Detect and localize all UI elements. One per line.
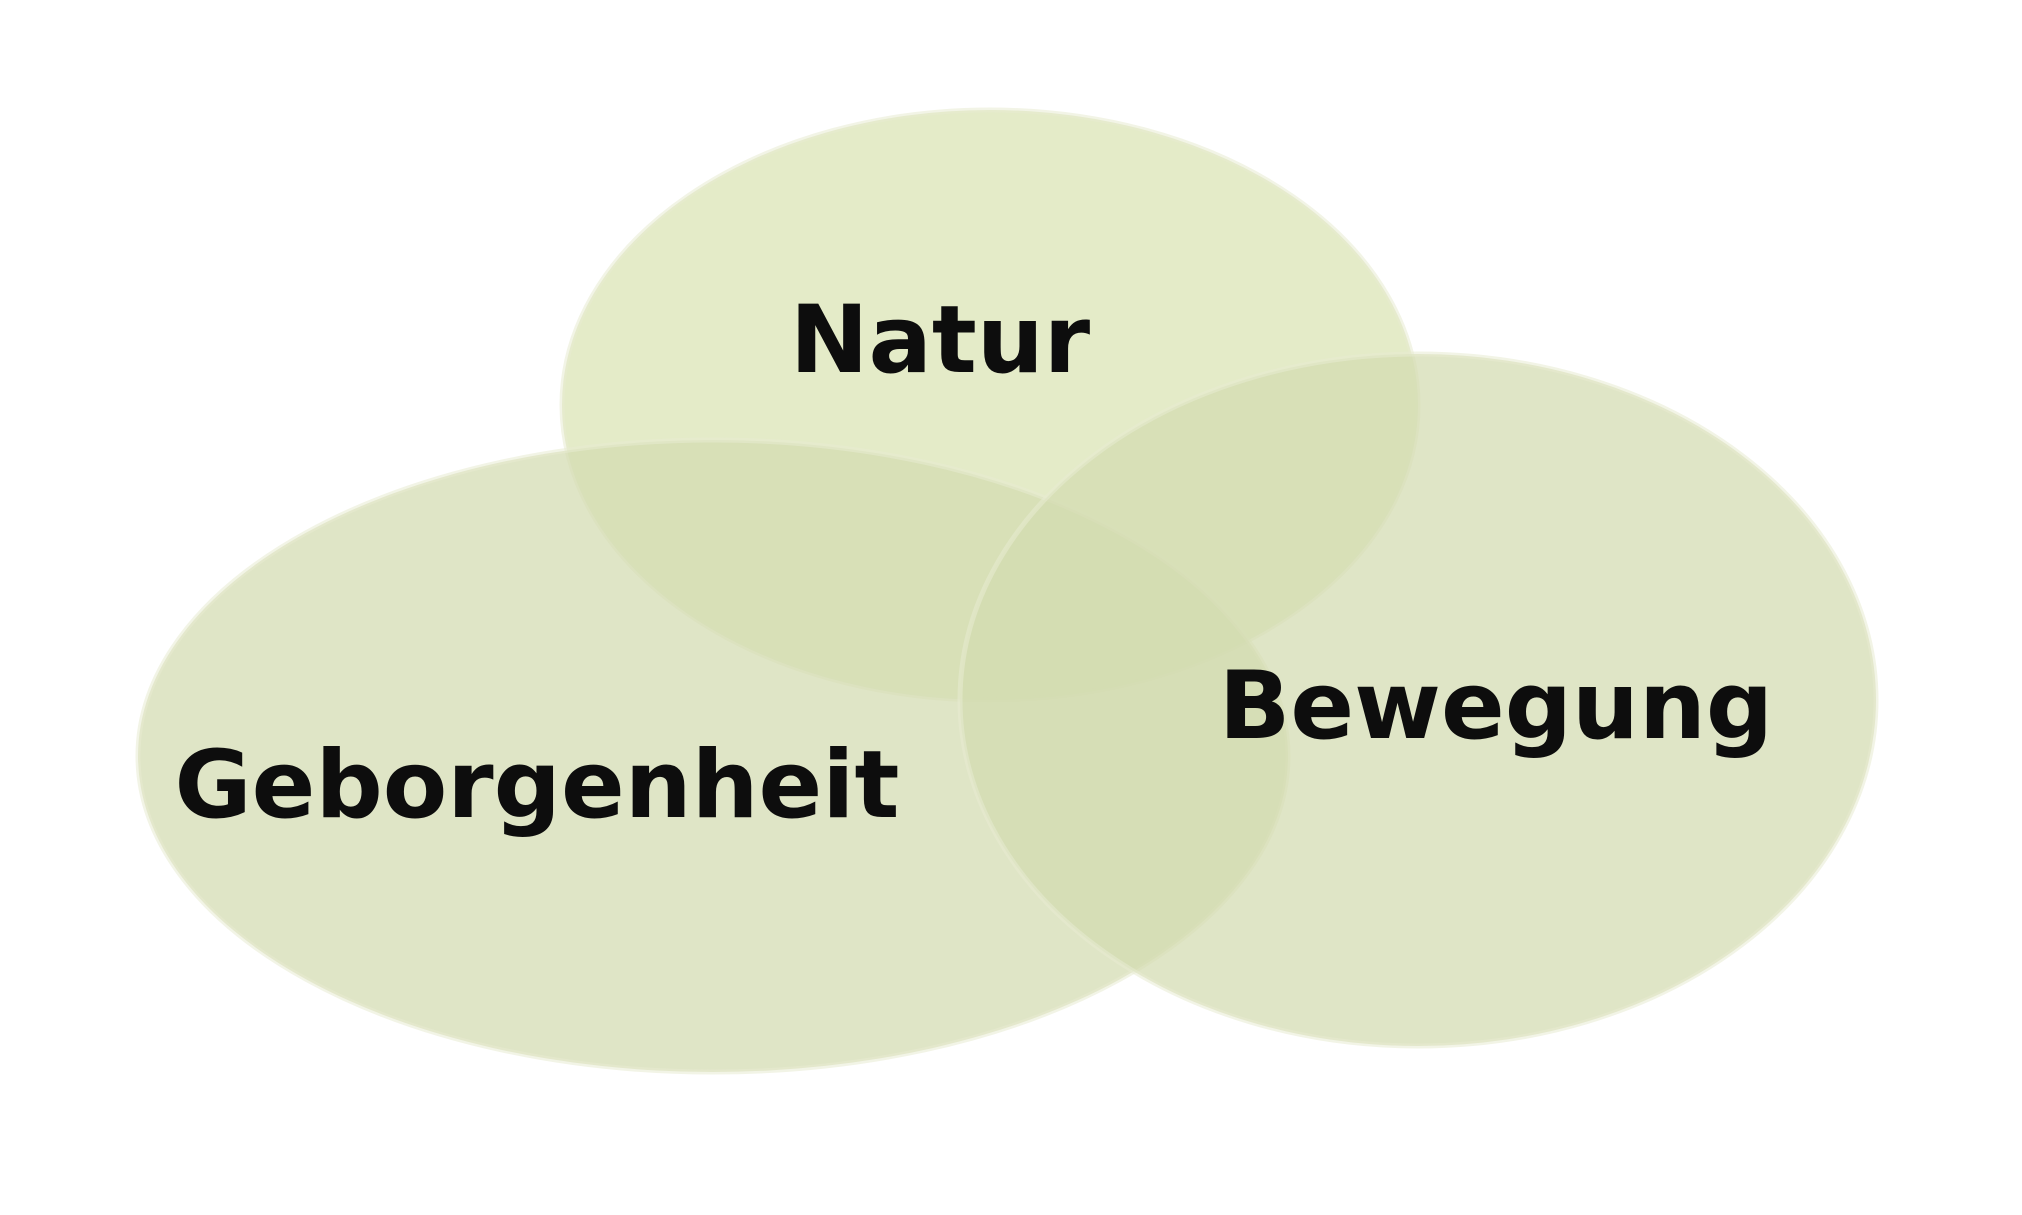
ellipse-bewegung — [957, 351, 1879, 1049]
label-natur: Natur — [790, 286, 1091, 395]
venn-labels: Natur Geborgenheit Bewegung — [175, 286, 1774, 840]
label-geborgenheit: Geborgenheit — [175, 731, 900, 840]
label-bewegung: Bewegung — [1219, 652, 1773, 761]
venn-ellipses — [135, 107, 1879, 1075]
